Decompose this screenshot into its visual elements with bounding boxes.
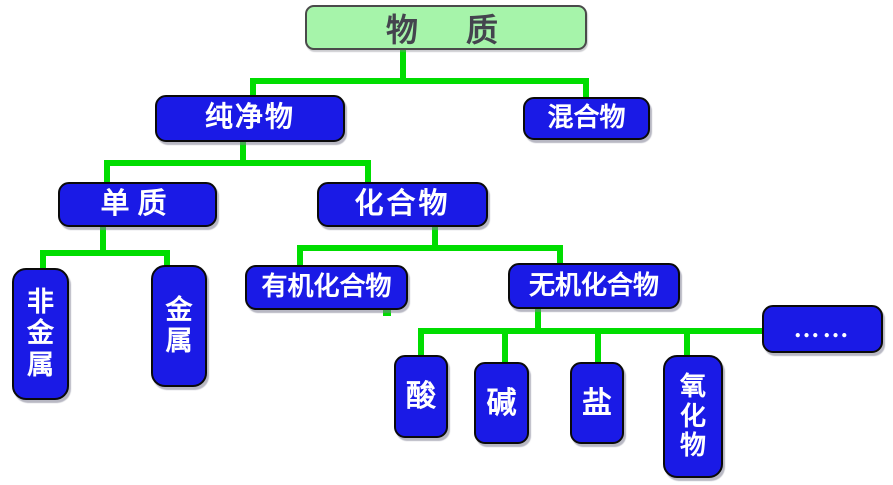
node-nonmetal: 非 金 属 [12, 268, 69, 400]
connector [583, 78, 589, 99]
node-element: 单质 [58, 182, 217, 227]
node-acid: 酸 [394, 355, 448, 438]
connector [400, 48, 406, 84]
connector [100, 227, 106, 256]
connector [164, 250, 170, 267]
connector [557, 245, 563, 265]
connector [104, 160, 110, 184]
connector [418, 328, 762, 334]
node-mixture: 混合物 [523, 97, 650, 140]
connector [40, 250, 46, 270]
connector [595, 328, 601, 364]
node-metal: 金 属 [151, 265, 207, 387]
connector [250, 78, 589, 84]
connector [432, 227, 438, 251]
connector [297, 245, 563, 251]
connector [535, 309, 541, 334]
connector [502, 328, 508, 364]
node-oxide: 氧 化 物 [663, 355, 723, 478]
node-ellipsis: …… [762, 305, 883, 353]
node-organic-compound: 有机化合物 [245, 265, 408, 310]
node-salt: 盐 [570, 362, 624, 444]
node-compound: 化合物 [317, 182, 488, 227]
connector [418, 328, 424, 357]
connector-stub [383, 310, 391, 316]
connector [250, 78, 256, 97]
connector [240, 142, 246, 166]
node-inorganic-compound: 无机化合物 [508, 263, 680, 309]
node-pure-substance: 纯净物 [155, 95, 345, 142]
connector [104, 160, 371, 166]
connector [684, 328, 690, 357]
node-matter: 物 质 [305, 5, 587, 50]
connector [40, 250, 170, 256]
node-base: 碱 [474, 362, 529, 444]
connector [365, 160, 371, 184]
connector [297, 245, 303, 267]
